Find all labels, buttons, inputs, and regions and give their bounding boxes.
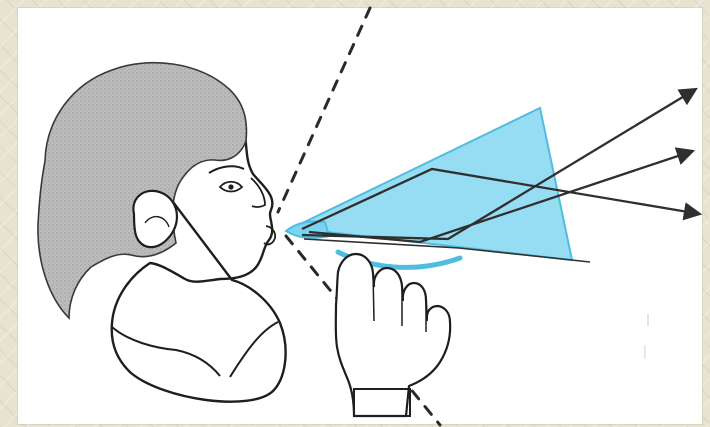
hand-finger-gap-1 [373,273,374,321]
eye-pupil [228,184,233,189]
hand-icon [336,254,450,416]
cone-boundary-upper-line [278,8,370,212]
